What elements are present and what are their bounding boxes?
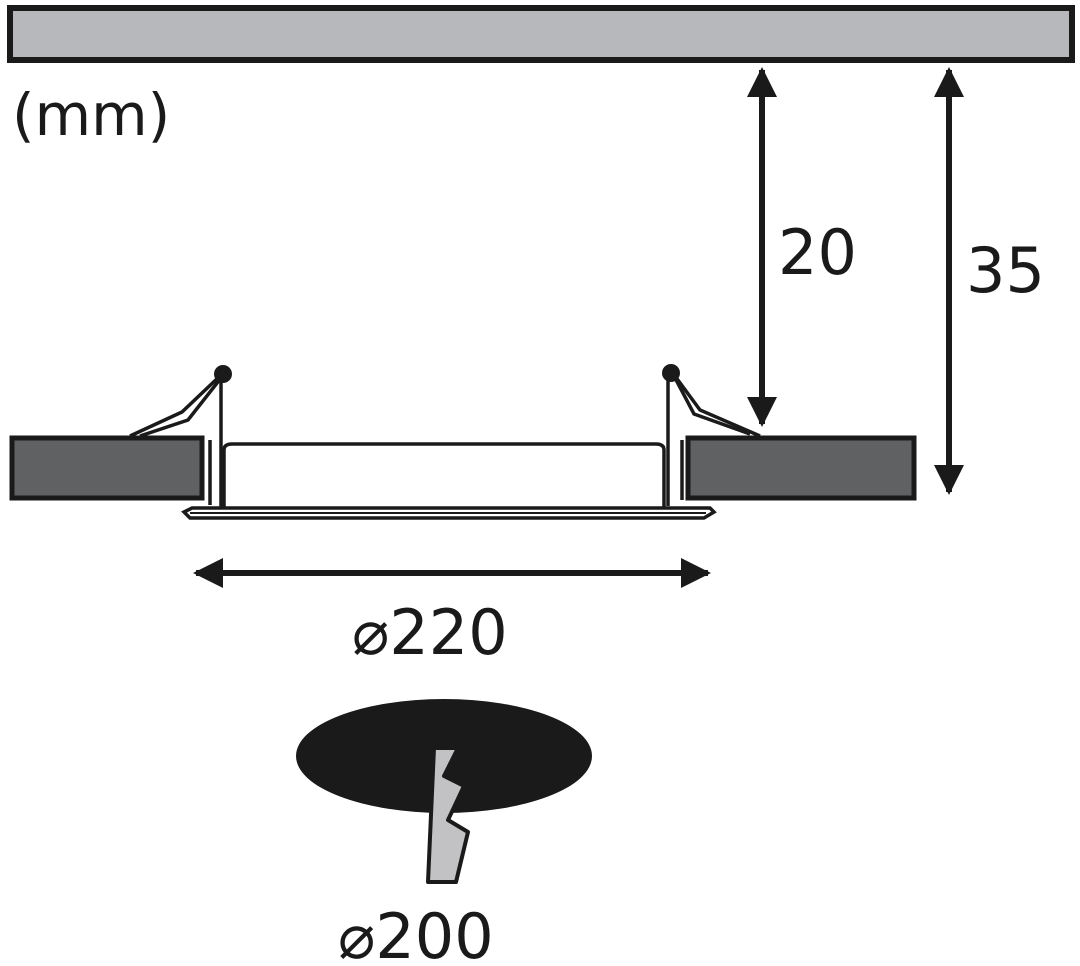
- spring-clip-left-pivot: [214, 365, 232, 383]
- ceiling-bar: [7, 5, 1075, 63]
- ceiling-panel-right: [685, 435, 917, 501]
- depth-inner-label: 20: [778, 216, 857, 289]
- spring-clip-right: [666, 370, 761, 506]
- spring-clip-right-pivot: [662, 364, 680, 382]
- outer-diameter-label: ⌀220: [352, 596, 508, 669]
- drywall-saw-icon: [426, 746, 470, 884]
- unit-label: (mm): [12, 81, 170, 149]
- luminaire-body: [181, 440, 717, 520]
- cutout-diameter-label: ⌀200: [338, 900, 494, 966]
- spring-clip-left: [129, 373, 223, 508]
- ceiling-panel-left: [9, 435, 205, 501]
- depth-total-label: 35: [966, 234, 1045, 307]
